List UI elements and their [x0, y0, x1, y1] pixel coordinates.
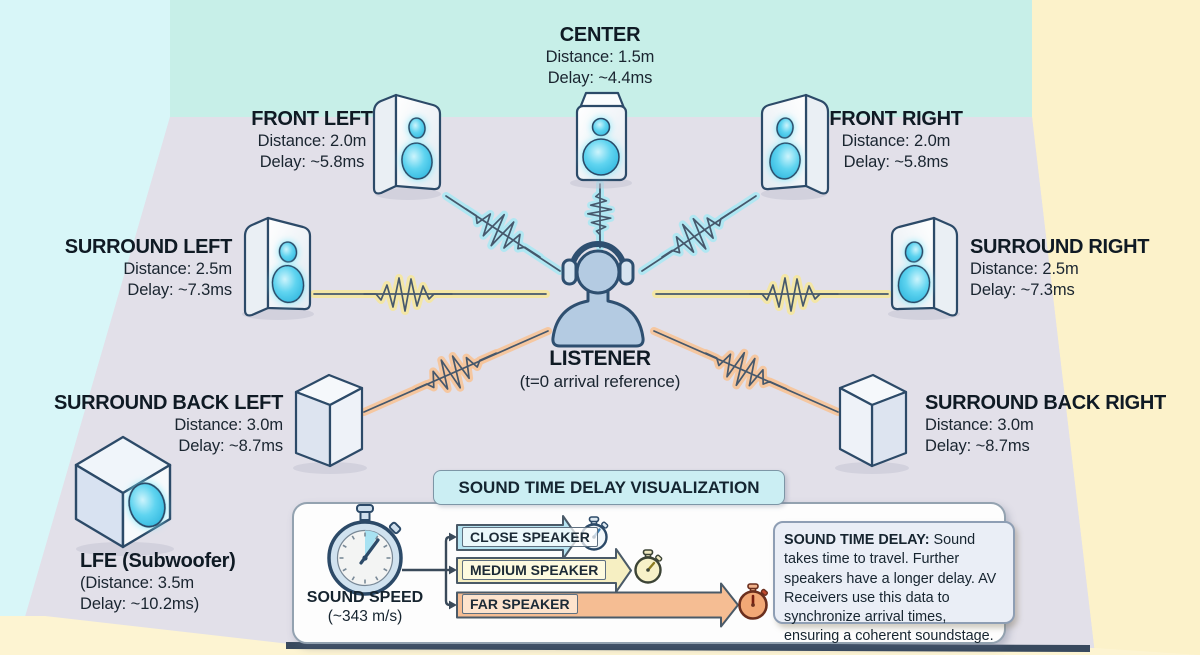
wave-surround-left	[310, 278, 550, 311]
surround-left-speaker-distance: Distance: 2.5m	[123, 260, 232, 278]
wave-front-right	[638, 196, 760, 272]
info-heading: SOUND TIME DELAY:	[784, 532, 930, 548]
front-left-speaker-name: FRONT LEFT	[251, 108, 373, 130]
listener-name: LISTENER	[549, 347, 651, 370]
listener-label: LISTENER (t=0 arrival reference)	[520, 347, 681, 392]
surround-back-left-speaker-distance: Distance: 3.0m	[174, 416, 283, 434]
surround-back-right-speaker-name: SURROUND BACK RIGHT	[925, 392, 1166, 414]
subwoofer-distance: (Distance: 3.5m	[80, 574, 195, 592]
front-left-speaker-label: FRONT LEFT Distance: 2.0m Delay: ~5.8ms	[251, 107, 373, 173]
surround-back-left-speaker-name: SURROUND BACK LEFT	[53, 392, 283, 414]
subwoofer-name: LFE (Subwoofer)	[80, 550, 236, 572]
surround-back-left-speaker-label: SURROUND BACK LEFT Distance: 3.0m Delay:…	[54, 391, 283, 457]
center-speaker-icon	[570, 91, 632, 189]
surround-back-right-speaker-distance: Distance: 3.0m	[925, 416, 1034, 434]
listener-reference: (t=0 arrival reference)	[519, 372, 681, 391]
panel-title: SOUND TIME DELAY VISUALIZATION	[433, 470, 785, 505]
surround-back-left-speaker-delay: Delay: ~8.7ms	[178, 437, 283, 455]
surround-back-right-speaker-label: SURROUND BACK RIGHT Distance: 3.0m Delay…	[925, 391, 1166, 457]
surround-right-speaker-name: SURROUND RIGHT	[970, 236, 1150, 258]
front-right-speaker-delay: Delay: ~5.8ms	[843, 153, 949, 171]
wave-back-left	[360, 327, 552, 416]
close-speaker-chip: CLOSE SPEAKER	[462, 527, 598, 547]
front-right-speaker-name: FRONT RIGHT	[829, 108, 963, 130]
front-right-speaker-label: FRONT RIGHT Distance: 2.0m Delay: ~5.8ms	[829, 107, 963, 173]
wave-front-left	[442, 196, 564, 272]
subwoofer-icon	[74, 435, 174, 556]
far-speaker-chip: FAR SPEAKER	[462, 594, 578, 614]
surround-right-speaker-delay: Delay: ~7.3ms	[970, 281, 1075, 299]
front-left-speaker-distance: Distance: 2.0m	[257, 132, 367, 150]
info-body: Sound takes time to travel. Further spea…	[784, 532, 997, 645]
sound-speed-title: SOUND SPEED	[306, 589, 424, 606]
surround-back-right-speaker-delay: Delay: ~8.7ms	[925, 437, 1030, 455]
surround-left-speaker-delay: Delay: ~7.3ms	[127, 281, 232, 299]
sound-speed-label: SOUND SPEED (~343 m/s)	[307, 588, 423, 626]
center-speaker-delay: Delay: ~4.4ms	[547, 69, 653, 87]
medium-speaker-chip: MEDIUM SPEAKER	[462, 560, 607, 580]
front-right-speaker-distance: Distance: 2.0m	[841, 132, 951, 150]
surround-left-speaker-icon	[242, 218, 314, 320]
surround-left-speaker-label: SURROUND LEFT Distance: 2.5m Delay: ~7.3…	[64, 235, 233, 301]
subwoofer-label: LFE (Subwoofer) (Distance: 3.5m Delay: ~…	[80, 549, 236, 615]
center-speaker-distance: Distance: 1.5m	[545, 48, 655, 66]
front-right-speaker-icon	[761, 95, 828, 200]
front-left-speaker-delay: Delay: ~5.8ms	[259, 153, 365, 171]
wave-back-right	[650, 327, 842, 416]
subwoofer-delay: Delay: ~10.2ms)	[80, 595, 200, 613]
sound-waves	[310, 180, 892, 416]
info-card: SOUND TIME DELAY: Sound takes time to tr…	[773, 521, 1015, 644]
sound-speed-value: (~343 m/s)	[327, 608, 403, 625]
surround-right-speaker-distance: Distance: 2.5m	[970, 260, 1079, 278]
surround-left-speaker-name: SURROUND LEFT	[64, 236, 233, 258]
center-speaker-label: CENTER Distance: 1.5m Delay: ~4.4ms	[546, 23, 655, 89]
center-speaker-name: CENTER	[559, 24, 641, 46]
front-left-speaker-icon	[374, 95, 441, 200]
wave-surround-right	[652, 278, 892, 311]
surround-right-speaker-label: SURROUND RIGHT Distance: 2.5m Delay: ~7.…	[970, 235, 1149, 301]
surround-right-speaker-icon	[888, 218, 960, 320]
listener-icon	[551, 241, 645, 348]
wave-center	[588, 180, 612, 248]
